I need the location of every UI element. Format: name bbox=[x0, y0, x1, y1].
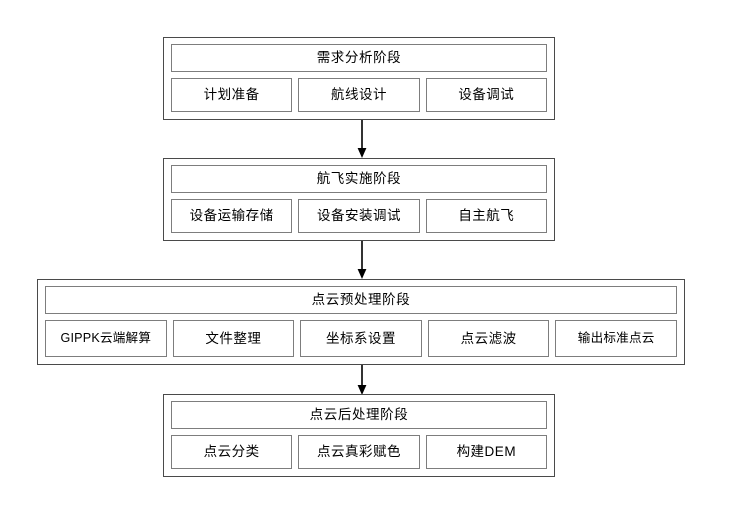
step-box-autonomous-flight[interactable]: 自主航飞 bbox=[425, 199, 547, 233]
step-box-plan-preparation[interactable]: 计划准备 bbox=[171, 78, 293, 112]
connector-stage2-to-stage3 bbox=[354, 241, 370, 279]
step-box-equipment-installation-debugging[interactable]: 设备安装调试 bbox=[298, 199, 420, 233]
step-row-point-cloud-preprocessing: GIPPK云端解算 文件整理 坐标系设置 点云滤波 输出标准点云 bbox=[45, 320, 677, 357]
step-row-flight-implementation: 设备运输存储 设备安装调试 自主航飞 bbox=[171, 199, 547, 233]
stage-requirement-analysis[interactable]: 需求分析阶段 计划准备 航线设计 设备调试 bbox=[163, 37, 555, 120]
step-box-equipment-transport-storage[interactable]: 设备运输存储 bbox=[171, 199, 293, 233]
step-row-point-cloud-postprocessing: 点云分类 点云真彩赋色 构建DEM bbox=[171, 435, 547, 469]
stage-title-requirement-analysis: 需求分析阶段 bbox=[171, 44, 547, 72]
step-box-coordinate-system-setup[interactable]: 坐标系设置 bbox=[300, 320, 422, 357]
step-box-gippk-cloud-solving[interactable]: GIPPK云端解算 bbox=[45, 320, 167, 357]
stage-flight-implementation[interactable]: 航飞实施阶段 设备运输存储 设备安装调试 自主航飞 bbox=[163, 158, 555, 241]
connector-stage1-to-stage2 bbox=[354, 120, 370, 158]
step-box-file-organization[interactable]: 文件整理 bbox=[172, 320, 295, 357]
step-box-route-design[interactable]: 航线设计 bbox=[298, 78, 420, 112]
stage-point-cloud-preprocessing[interactable]: 点云预处理阶段 GIPPK云端解算 文件整理 坐标系设置 点云滤波 输出标准点云 bbox=[37, 279, 685, 365]
down-arrow-icon bbox=[357, 365, 367, 395]
step-row-requirement-analysis: 计划准备 航线设计 设备调试 bbox=[171, 78, 547, 112]
step-box-output-standard-point-cloud[interactable]: 输出标准点云 bbox=[555, 320, 677, 357]
stage-title-point-cloud-preprocessing: 点云预处理阶段 bbox=[45, 286, 677, 314]
step-box-point-cloud-filtering[interactable]: 点云滤波 bbox=[427, 320, 550, 357]
down-arrow-icon bbox=[357, 120, 367, 158]
stage-title-point-cloud-postprocessing: 点云后处理阶段 bbox=[171, 401, 547, 429]
stage-point-cloud-postprocessing[interactable]: 点云后处理阶段 点云分类 点云真彩赋色 构建DEM bbox=[163, 394, 555, 477]
step-box-point-cloud-classification[interactable]: 点云分类 bbox=[171, 435, 293, 469]
step-box-build-dem[interactable]: 构建DEM bbox=[425, 435, 547, 469]
step-box-point-cloud-true-color[interactable]: 点云真彩赋色 bbox=[298, 435, 420, 469]
connector-stage3-to-stage4 bbox=[354, 365, 370, 395]
stage-title-flight-implementation: 航飞实施阶段 bbox=[171, 165, 547, 193]
step-box-equipment-debugging[interactable]: 设备调试 bbox=[425, 78, 547, 112]
down-arrow-icon bbox=[357, 241, 367, 279]
